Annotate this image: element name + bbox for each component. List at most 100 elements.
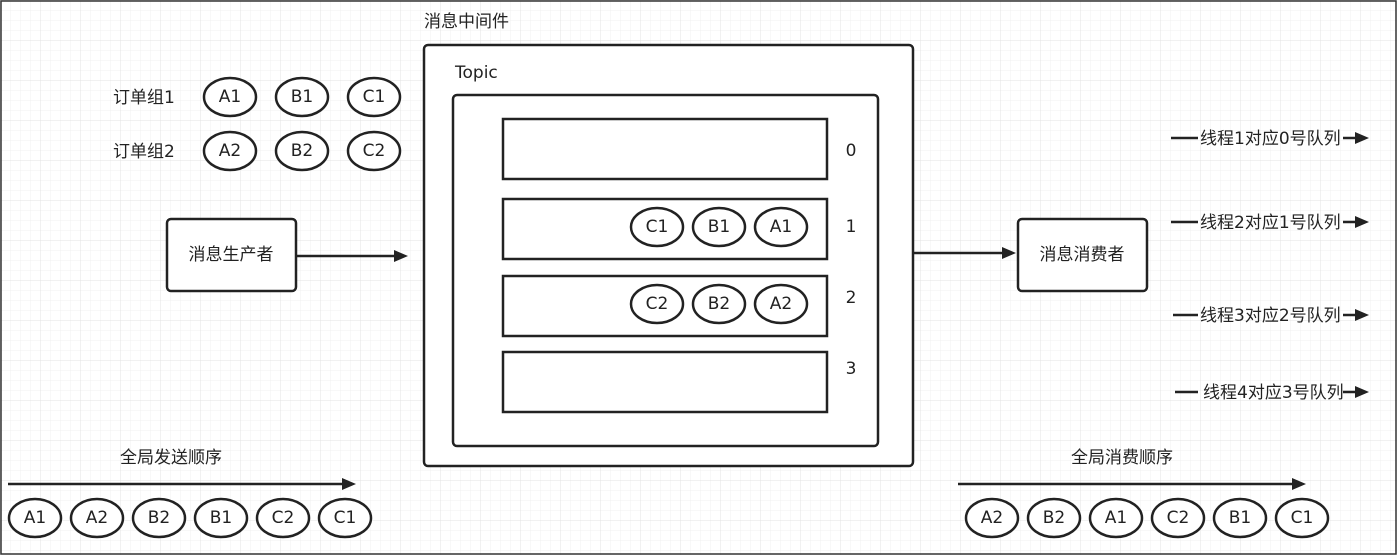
message-label: C1 bbox=[334, 508, 357, 528]
message-ellipse bbox=[193, 497, 249, 539]
thread-arrow-head bbox=[1355, 309, 1369, 321]
message-label: A2 bbox=[219, 141, 241, 161]
queue-0-box bbox=[501, 117, 829, 181]
consumer-box bbox=[1016, 217, 1149, 293]
order-group-message: C2 bbox=[346, 130, 402, 172]
message-label: A2 bbox=[981, 508, 1003, 528]
consume-order-messages: A2 B2 A1 C2 B1 C1 bbox=[964, 497, 1330, 539]
message-label: C1 bbox=[1291, 508, 1314, 528]
order-group-label: 订单组1 bbox=[113, 88, 175, 108]
message-ellipse bbox=[691, 206, 747, 248]
consume-order-message: B2 bbox=[1026, 497, 1082, 539]
message-ellipse bbox=[629, 206, 685, 248]
message-ellipse bbox=[691, 283, 747, 325]
message-label: B2 bbox=[1043, 508, 1065, 528]
message-ellipse bbox=[317, 497, 373, 539]
message-label: B2 bbox=[148, 508, 170, 528]
thread-label: 线程2对应1号队列 bbox=[1200, 213, 1341, 233]
thread-arrow-head bbox=[1355, 386, 1369, 398]
message-label: A2 bbox=[86, 508, 108, 528]
message-ellipse bbox=[1150, 497, 1206, 539]
message-label: C1 bbox=[646, 217, 669, 237]
send-order-message: B1 bbox=[193, 497, 249, 539]
message-ellipse bbox=[202, 130, 258, 172]
topic-label: Topic bbox=[454, 63, 498, 83]
message-label: A1 bbox=[1105, 508, 1127, 528]
consumer-arrow-head bbox=[1002, 247, 1016, 259]
thread-label: 线程3对应2号队列 bbox=[1200, 306, 1341, 326]
queue-3-box bbox=[501, 350, 829, 414]
message-ellipse bbox=[629, 283, 685, 325]
queue-message: B1 bbox=[691, 206, 747, 248]
order-group-message: B1 bbox=[274, 76, 330, 118]
message-ellipse bbox=[753, 206, 809, 248]
queue-id-label: 3 bbox=[846, 359, 857, 379]
queue-message: A2 bbox=[753, 283, 809, 325]
send-order-arrow-head bbox=[342, 478, 356, 490]
message-label: C2 bbox=[646, 294, 669, 314]
consume-order-message: B1 bbox=[1212, 497, 1268, 539]
consume-order-message: C1 bbox=[1274, 497, 1330, 539]
message-label: B1 bbox=[708, 217, 730, 237]
order-group-message: C1 bbox=[346, 76, 402, 118]
thread-row: 线程4对应3号队列 bbox=[1175, 383, 1369, 403]
consume-order-message: A1 bbox=[1088, 497, 1144, 539]
order-groups-layer: 订单组1 A1 B1 C1 订单组2 A2 B2 C2 bbox=[113, 76, 402, 172]
message-ellipse bbox=[1088, 497, 1144, 539]
message-ellipse bbox=[202, 76, 258, 118]
message-label: B2 bbox=[291, 141, 313, 161]
order-group-message: B2 bbox=[274, 130, 330, 172]
message-label: C2 bbox=[272, 508, 295, 528]
message-label: B1 bbox=[1229, 508, 1251, 528]
consume-order-message: C2 bbox=[1150, 497, 1206, 539]
message-ellipse bbox=[255, 497, 311, 539]
producer-label: 消息生产者 bbox=[189, 245, 274, 265]
message-ellipse bbox=[1212, 497, 1268, 539]
queue-message: B2 bbox=[691, 283, 747, 325]
consume-order-label: 全局消费顺序 bbox=[1071, 448, 1173, 468]
queue-id-label: 2 bbox=[846, 288, 857, 308]
send-order-messages: A1 A2 B2 B1 C2 C1 bbox=[7, 497, 373, 539]
order-group-message: A1 bbox=[202, 76, 258, 118]
thread-row: 线程2对应1号队列 bbox=[1171, 213, 1369, 233]
consume-order-arrow-head bbox=[1292, 478, 1306, 490]
message-ellipse bbox=[964, 497, 1020, 539]
queue-message: C2 bbox=[629, 283, 685, 325]
message-label: C2 bbox=[363, 141, 386, 161]
message-label: C2 bbox=[1167, 508, 1190, 528]
thread-arrow-head bbox=[1355, 132, 1369, 144]
message-ellipse bbox=[274, 130, 330, 172]
message-label: B1 bbox=[291, 87, 313, 107]
consumer-label: 消息消费者 bbox=[1040, 245, 1125, 265]
producer-arrow-head bbox=[394, 250, 408, 262]
message-label: A2 bbox=[770, 294, 792, 314]
order-group-label: 订单组2 bbox=[113, 142, 175, 162]
message-label: A1 bbox=[219, 87, 241, 107]
message-ellipse bbox=[7, 497, 63, 539]
send-order-message: C1 bbox=[317, 497, 373, 539]
queue-id-label: 1 bbox=[846, 217, 857, 237]
message-label: C1 bbox=[363, 87, 386, 107]
send-order-message: C2 bbox=[255, 497, 311, 539]
order-group-message: A2 bbox=[202, 130, 258, 172]
message-ellipse bbox=[1026, 497, 1082, 539]
send-order-message: B2 bbox=[131, 497, 187, 539]
thread-row: 线程3对应2号队列 bbox=[1173, 306, 1369, 326]
message-label: A1 bbox=[770, 217, 792, 237]
message-ellipse bbox=[346, 130, 402, 172]
queue-message: A1 bbox=[753, 206, 809, 248]
thread-arrow-head bbox=[1355, 216, 1369, 228]
message-label: A1 bbox=[24, 508, 46, 528]
message-ellipse bbox=[346, 76, 402, 118]
message-label: B1 bbox=[210, 508, 232, 528]
middleware-label: 消息中间件 bbox=[424, 12, 509, 32]
send-order-message: A2 bbox=[69, 497, 125, 539]
send-order-message: A1 bbox=[7, 497, 63, 539]
thread-label: 线程4对应3号队列 bbox=[1203, 383, 1344, 403]
message-ellipse bbox=[274, 76, 330, 118]
